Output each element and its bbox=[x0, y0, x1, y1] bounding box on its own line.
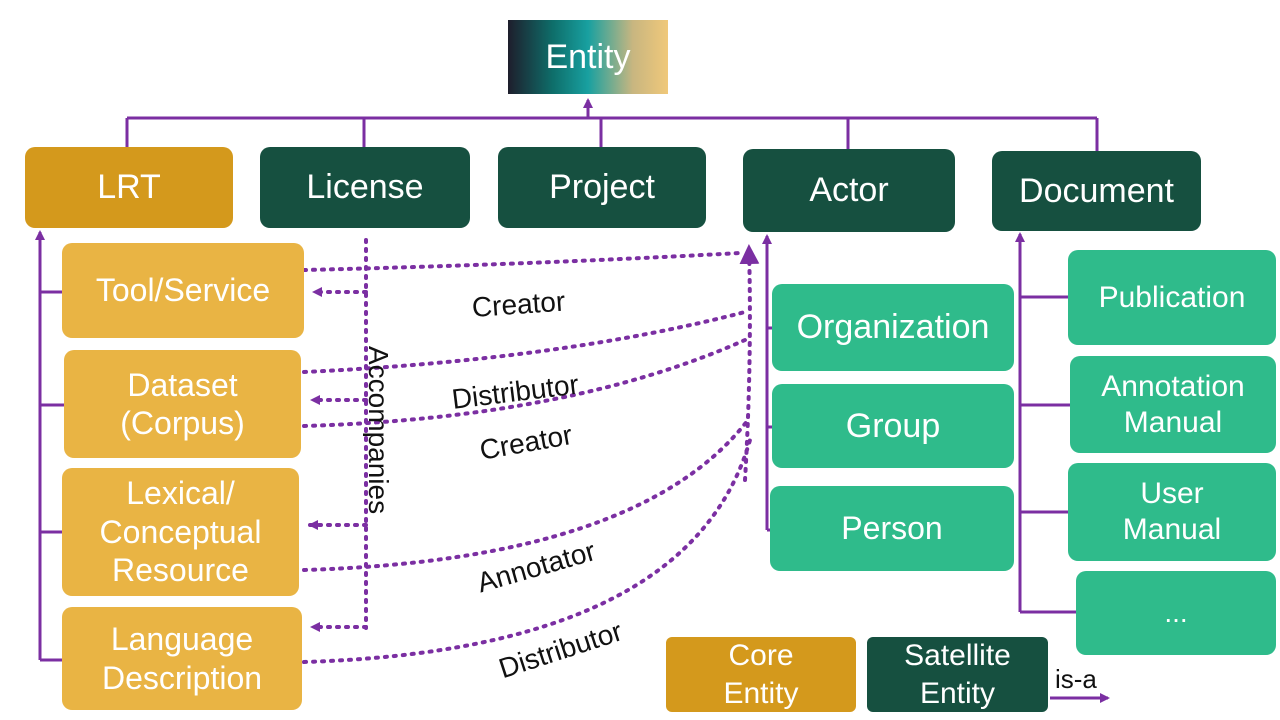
tool-service-node: Tool/Service bbox=[62, 243, 304, 338]
annotation-manual-node: Annotation Manual bbox=[1070, 356, 1276, 453]
isa-document-links bbox=[1015, 232, 1076, 614]
publication-node: Publication bbox=[1068, 250, 1276, 345]
group-node: Group bbox=[772, 384, 1014, 468]
organization-label: Organization bbox=[796, 308, 990, 347]
project-node: Project bbox=[498, 147, 706, 228]
person-node: Person bbox=[770, 486, 1014, 571]
user-manual-node: User Manual bbox=[1068, 463, 1276, 561]
entity-label: Entity bbox=[545, 37, 631, 76]
project-label: Project bbox=[549, 168, 655, 207]
lrt-node: LRT bbox=[25, 147, 233, 228]
dataset-label: Dataset (Corpus) bbox=[120, 366, 245, 441]
isa-entity-links bbox=[125, 98, 1099, 151]
tool-service-label: Tool/Service bbox=[95, 272, 271, 309]
legend-satellite-entity: Satellite Entity bbox=[867, 637, 1048, 712]
license-node: License bbox=[260, 147, 470, 228]
language-description-node: Language Description bbox=[62, 607, 302, 710]
lexical-resource-label: Lexical/ Conceptual Resource bbox=[99, 475, 262, 589]
person-label: Person bbox=[841, 510, 943, 547]
language-description-label: Language Description bbox=[101, 621, 263, 696]
isa-actor-links bbox=[762, 234, 772, 532]
publication-label: Publication bbox=[1098, 280, 1246, 314]
legend-core-entity: Core Entity bbox=[666, 637, 856, 712]
organization-node: Organization bbox=[772, 284, 1014, 371]
license-label: License bbox=[306, 168, 424, 207]
actor-node: Actor bbox=[743, 149, 955, 232]
accompanies-label: Accompanies bbox=[363, 346, 394, 515]
annotation-manual-label: Annotation Manual bbox=[1101, 369, 1245, 439]
legend-satellite-label: Satellite Entity bbox=[904, 639, 1011, 710]
accompanies-links bbox=[308, 238, 368, 632]
dataset-node: Dataset (Corpus) bbox=[64, 350, 301, 458]
legend-isa-label: is-a bbox=[1055, 664, 1097, 694]
legend-core-label: Core Entity bbox=[723, 639, 799, 710]
lrt-label: LRT bbox=[97, 168, 161, 207]
more-documents-node: ... bbox=[1076, 571, 1276, 655]
lexical-resource-node: Lexical/ Conceptual Resource bbox=[62, 468, 299, 596]
isa-lrt-links bbox=[35, 230, 64, 662]
creator-label-tool: Creator bbox=[470, 285, 567, 323]
more-documents-label: ... bbox=[1164, 597, 1188, 629]
group-label: Group bbox=[845, 406, 941, 445]
actor-label: Actor bbox=[809, 171, 889, 210]
document-node: Document bbox=[992, 151, 1201, 231]
actor-relation-links bbox=[302, 244, 760, 664]
entity-node: Entity bbox=[508, 20, 668, 94]
user-manual-label: User Manual bbox=[1122, 477, 1222, 546]
document-label: Document bbox=[1019, 171, 1174, 210]
